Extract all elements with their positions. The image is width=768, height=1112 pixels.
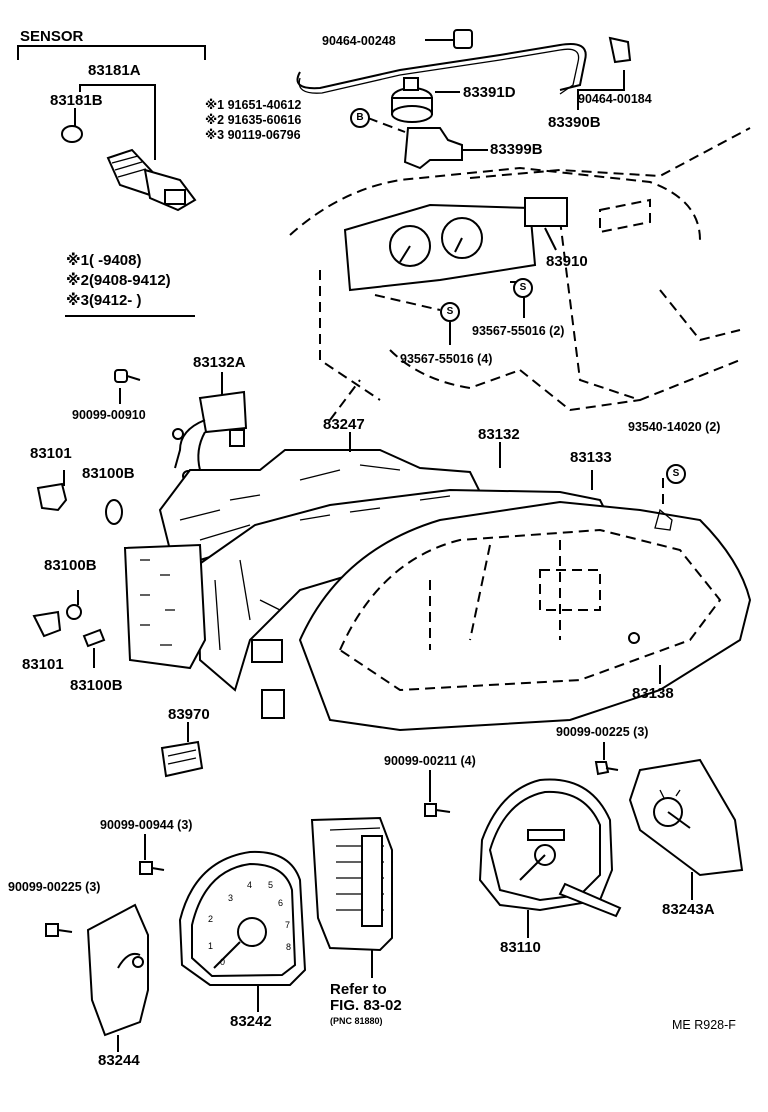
part-number-label: 83390B bbox=[548, 114, 601, 131]
part-number-label: 83101 bbox=[22, 656, 64, 673]
part-number-label: 83138 bbox=[632, 685, 674, 702]
screw-icon bbox=[424, 803, 451, 817]
refer-note: Refer to bbox=[330, 981, 387, 998]
part-number-label: 83132A bbox=[193, 354, 246, 371]
part-number-label: 83100B bbox=[70, 677, 123, 694]
dial-number: 3 bbox=[228, 893, 234, 903]
speed-sensor-icon bbox=[106, 148, 197, 212]
part-number-label: 90099-00910 bbox=[72, 408, 146, 422]
hose-clip-icon bbox=[608, 36, 632, 64]
part-number-label: 90099-00211 (4) bbox=[384, 754, 476, 768]
part-number-label: 83133 bbox=[570, 449, 612, 466]
s-marker-icon: S bbox=[666, 464, 686, 484]
dial-number: 1 bbox=[208, 941, 214, 951]
part-number-label: 83101 bbox=[30, 445, 72, 462]
cluster-glass bbox=[298, 500, 752, 732]
variant-range: ※3(9412- ) bbox=[66, 292, 142, 309]
dial-number: 8 bbox=[286, 942, 292, 952]
circuit-module-icon bbox=[310, 816, 393, 952]
variant-range: ※1( -9408) bbox=[66, 252, 142, 269]
harness-icon bbox=[172, 390, 248, 482]
part-number-label: 83244 bbox=[98, 1052, 140, 1069]
part-number-label: 90464-00248 bbox=[322, 34, 396, 48]
refer-note: FIG. 83-02 bbox=[330, 997, 402, 1014]
sensor-group-label: SENSOR bbox=[20, 28, 84, 45]
part-number-label: 83100B bbox=[82, 465, 135, 482]
refer-note: (PNC 81880) bbox=[330, 1016, 383, 1026]
part-number-label: 83132 bbox=[478, 426, 520, 443]
s-marker-icon: S bbox=[440, 302, 460, 322]
gauge-plate-icon bbox=[86, 903, 149, 1037]
figure-code: ME R928-F bbox=[672, 1018, 736, 1032]
part-number-label: 83100B bbox=[44, 557, 97, 574]
part-number-label: 83247 bbox=[323, 416, 365, 433]
screw-icon bbox=[114, 369, 141, 383]
screw-icon bbox=[45, 923, 73, 937]
part-number-label: 90099-00225 (3) bbox=[556, 725, 649, 739]
part-number-label: 83110 bbox=[500, 939, 541, 956]
dial-number: 0 bbox=[220, 957, 226, 967]
cluster-in-dash-icon bbox=[343, 197, 651, 292]
vacuum-switch-icon bbox=[391, 77, 433, 123]
b-marker-icon: B bbox=[350, 108, 370, 128]
part-number-label: 83391D bbox=[463, 84, 516, 101]
part-number-label: 90464-00184 bbox=[578, 92, 652, 106]
dial-number: 7 bbox=[285, 920, 291, 930]
variant-note: ※3 90119-06796 bbox=[205, 128, 301, 142]
dial-number: 4 bbox=[247, 880, 253, 890]
fuel-gauge-icon bbox=[628, 758, 744, 877]
dial-number: 5 bbox=[268, 880, 274, 890]
bulb-icon bbox=[105, 499, 123, 525]
variant-range: ※2(9408-9412) bbox=[66, 272, 171, 289]
connector-icon bbox=[160, 740, 204, 778]
part-number-label: 93567-55016 (4) bbox=[400, 352, 493, 366]
sensor-bracket bbox=[17, 45, 206, 60]
part-number-label: 83181A bbox=[88, 62, 141, 79]
bulb-socket-icon bbox=[32, 610, 62, 638]
part-number-label: 83910 bbox=[546, 253, 588, 270]
part-number-label: 90099-00225 (3) bbox=[8, 880, 101, 894]
printed-circuit-board bbox=[123, 543, 207, 670]
s-marker-icon: S bbox=[513, 278, 533, 298]
dial-number: 2 bbox=[208, 914, 214, 924]
part-number-label: 83181B bbox=[50, 92, 103, 109]
part-number-label: 83242 bbox=[230, 1013, 272, 1030]
bulb-socket-icon bbox=[36, 482, 68, 512]
screw-icon bbox=[139, 861, 165, 875]
part-number-label: 83243A bbox=[662, 901, 715, 918]
screw-icon bbox=[594, 761, 619, 776]
clip-icon bbox=[453, 29, 473, 49]
printed-circuit-plate bbox=[158, 449, 482, 562]
dial-number: 6 bbox=[278, 898, 284, 908]
o-ring-icon bbox=[61, 125, 83, 143]
variant-note: ※1 91651-40612 bbox=[205, 98, 302, 112]
part-number-label: 93567-55016 (2) bbox=[472, 324, 565, 338]
bulb-icon bbox=[66, 604, 106, 648]
bracket-icon bbox=[403, 127, 463, 170]
cable-icon bbox=[296, 43, 587, 95]
part-number-label: 93540-14020 (2) bbox=[628, 420, 721, 434]
variant-note: ※2 91635-60616 bbox=[205, 113, 302, 127]
part-number-label: 90099-00944 (3) bbox=[100, 818, 193, 832]
part-number-label: 83970 bbox=[168, 706, 210, 723]
tachometer-icon bbox=[178, 850, 307, 986]
part-number-label: 83399B bbox=[490, 141, 543, 158]
dashboard-outline bbox=[289, 127, 751, 421]
speedometer-icon bbox=[478, 778, 622, 918]
